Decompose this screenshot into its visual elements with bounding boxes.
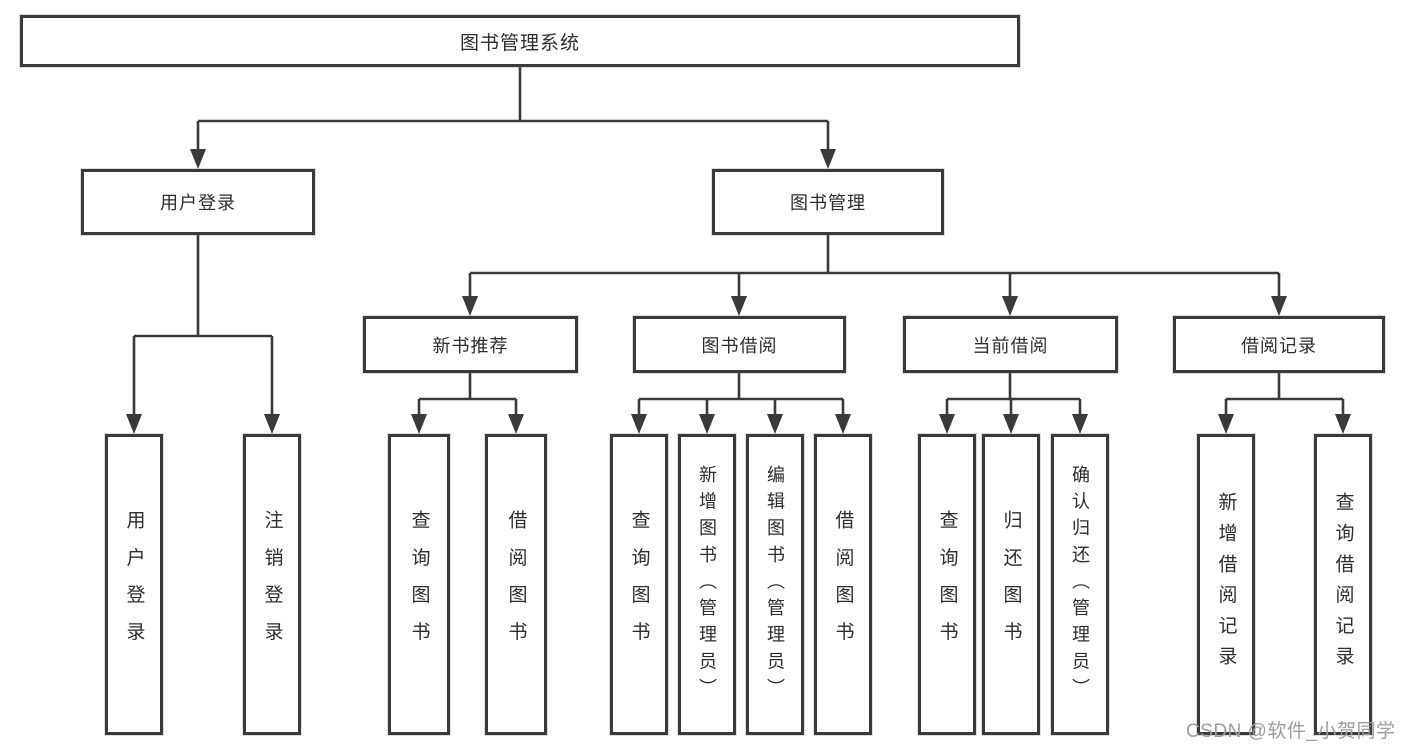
leaf-query-books-recommend: 查询图书 bbox=[388, 434, 450, 735]
node-label: 注销登录 bbox=[261, 510, 283, 659]
node-label: 借阅图书 bbox=[832, 510, 854, 659]
leaf-return-books: 归还图书 bbox=[982, 434, 1040, 735]
node-label: 新增图书（管理员） bbox=[697, 464, 717, 705]
node-label: 用户登录 bbox=[160, 193, 236, 213]
node-label: 查询图书 bbox=[408, 510, 430, 659]
csdn-watermark: CSDN @软件_小贺同学 bbox=[1186, 721, 1396, 742]
node-label: 确认归还（管理员） bbox=[1070, 464, 1090, 705]
leaf-add-books-admin: 新增图书（管理员） bbox=[678, 434, 736, 735]
leaf-add-borrow-record: 新增借阅记录 bbox=[1197, 434, 1255, 735]
node-library-management-system: 图书管理系统 bbox=[20, 15, 1020, 67]
leaf-query-books-borrow: 查询图书 bbox=[610, 434, 668, 735]
node-label: 借阅图书 bbox=[505, 510, 527, 659]
node-label: 新增借阅记录 bbox=[1215, 492, 1237, 677]
leaf-query-borrow-record: 查询借阅记录 bbox=[1314, 434, 1372, 735]
node-borrow-records: 借阅记录 bbox=[1173, 316, 1385, 373]
node-label: 用户登录 bbox=[123, 510, 145, 659]
node-label: 图书管理 bbox=[790, 193, 866, 213]
leaf-borrow-books: 借阅图书 bbox=[814, 434, 872, 735]
node-label: 归还图书 bbox=[1000, 510, 1022, 659]
node-label: 当前借阅 bbox=[972, 335, 1049, 356]
node-label: 查询图书 bbox=[628, 510, 650, 659]
leaf-query-books-current: 查询图书 bbox=[918, 434, 976, 735]
leaf-borrow-books-recommend: 借阅图书 bbox=[485, 434, 547, 735]
node-label: 新书推荐 bbox=[432, 335, 509, 356]
leaf-confirm-return-admin: 确认归还（管理员） bbox=[1051, 434, 1109, 735]
node-new-book-recommend: 新书推荐 bbox=[363, 316, 578, 373]
node-book-borrow: 图书借阅 bbox=[633, 316, 846, 373]
node-label: 查询借阅记录 bbox=[1332, 492, 1354, 677]
leaf-logout: 注销登录 bbox=[243, 434, 301, 735]
node-label: 编辑图书（管理员） bbox=[765, 464, 785, 705]
leaf-edit-books-admin: 编辑图书（管理员） bbox=[746, 434, 804, 735]
node-label: 查询图书 bbox=[936, 510, 958, 659]
node-book-management-branch: 图书管理 bbox=[712, 169, 944, 235]
node-current-borrow: 当前借阅 bbox=[903, 316, 1118, 373]
leaf-user-login: 用户登录 bbox=[105, 434, 163, 735]
node-label: 图书借阅 bbox=[701, 335, 778, 356]
node-label: 借阅记录 bbox=[1241, 335, 1317, 356]
node-label: 图书管理系统 bbox=[459, 32, 580, 54]
node-user-login-branch: 用户登录 bbox=[81, 169, 315, 235]
